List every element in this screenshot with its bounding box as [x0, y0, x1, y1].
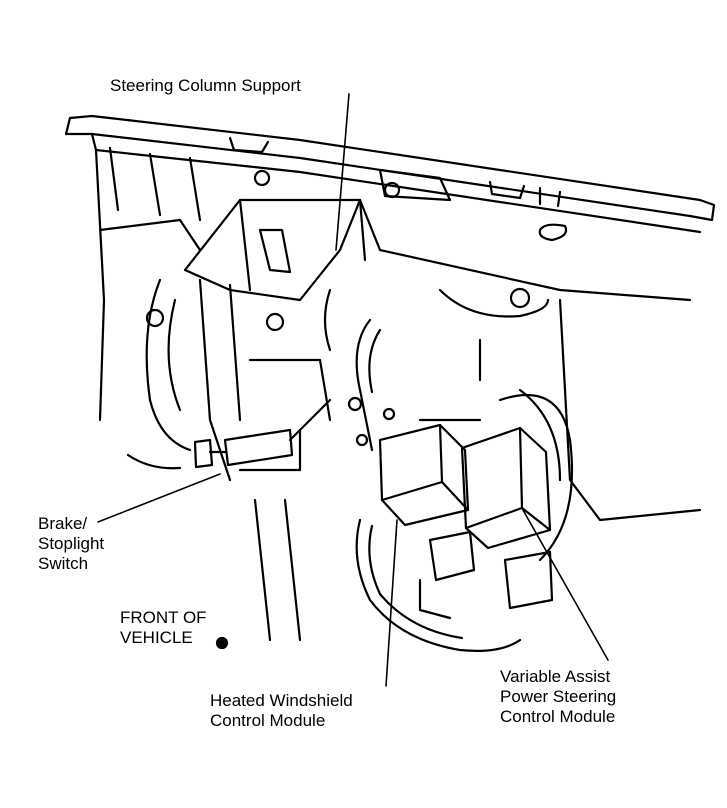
leader-variable-assist — [522, 509, 609, 661]
label-front-of-vehicle: FRONT OF VEHICLE — [120, 608, 207, 647]
label-brake-stoplight-switch: Brake/ Stoplight Switch — [38, 514, 105, 573]
left-panel-structure — [94, 148, 202, 470]
leader-steering-column-support — [335, 93, 350, 251]
dashboard-top-rail — [64, 114, 716, 234]
mounting-screws — [355, 407, 396, 447]
round-panel — [498, 393, 574, 562]
leader-heated-windshield — [385, 519, 398, 687]
label-heated-windshield-module: Heated Windshield Control Module — [210, 691, 353, 730]
brake-stoplight-switch-part — [193, 396, 363, 469]
leader-lines — [97, 93, 609, 687]
right-panel-body — [358, 198, 702, 522]
front-of-vehicle-dot — [215, 636, 229, 650]
leader-brake-switch — [97, 473, 221, 523]
center-frame — [198, 278, 332, 642]
heated-windshield-module-part — [378, 423, 476, 582]
label-variable-assist-module: Variable Assist Power Steering Control M… — [500, 667, 617, 726]
variable-assist-module-part — [418, 418, 554, 610]
label-steering-column-support: Steering Column Support — [110, 76, 301, 95]
steering-column-support-bracket — [183, 168, 452, 332]
wiring-harness — [355, 318, 522, 652]
